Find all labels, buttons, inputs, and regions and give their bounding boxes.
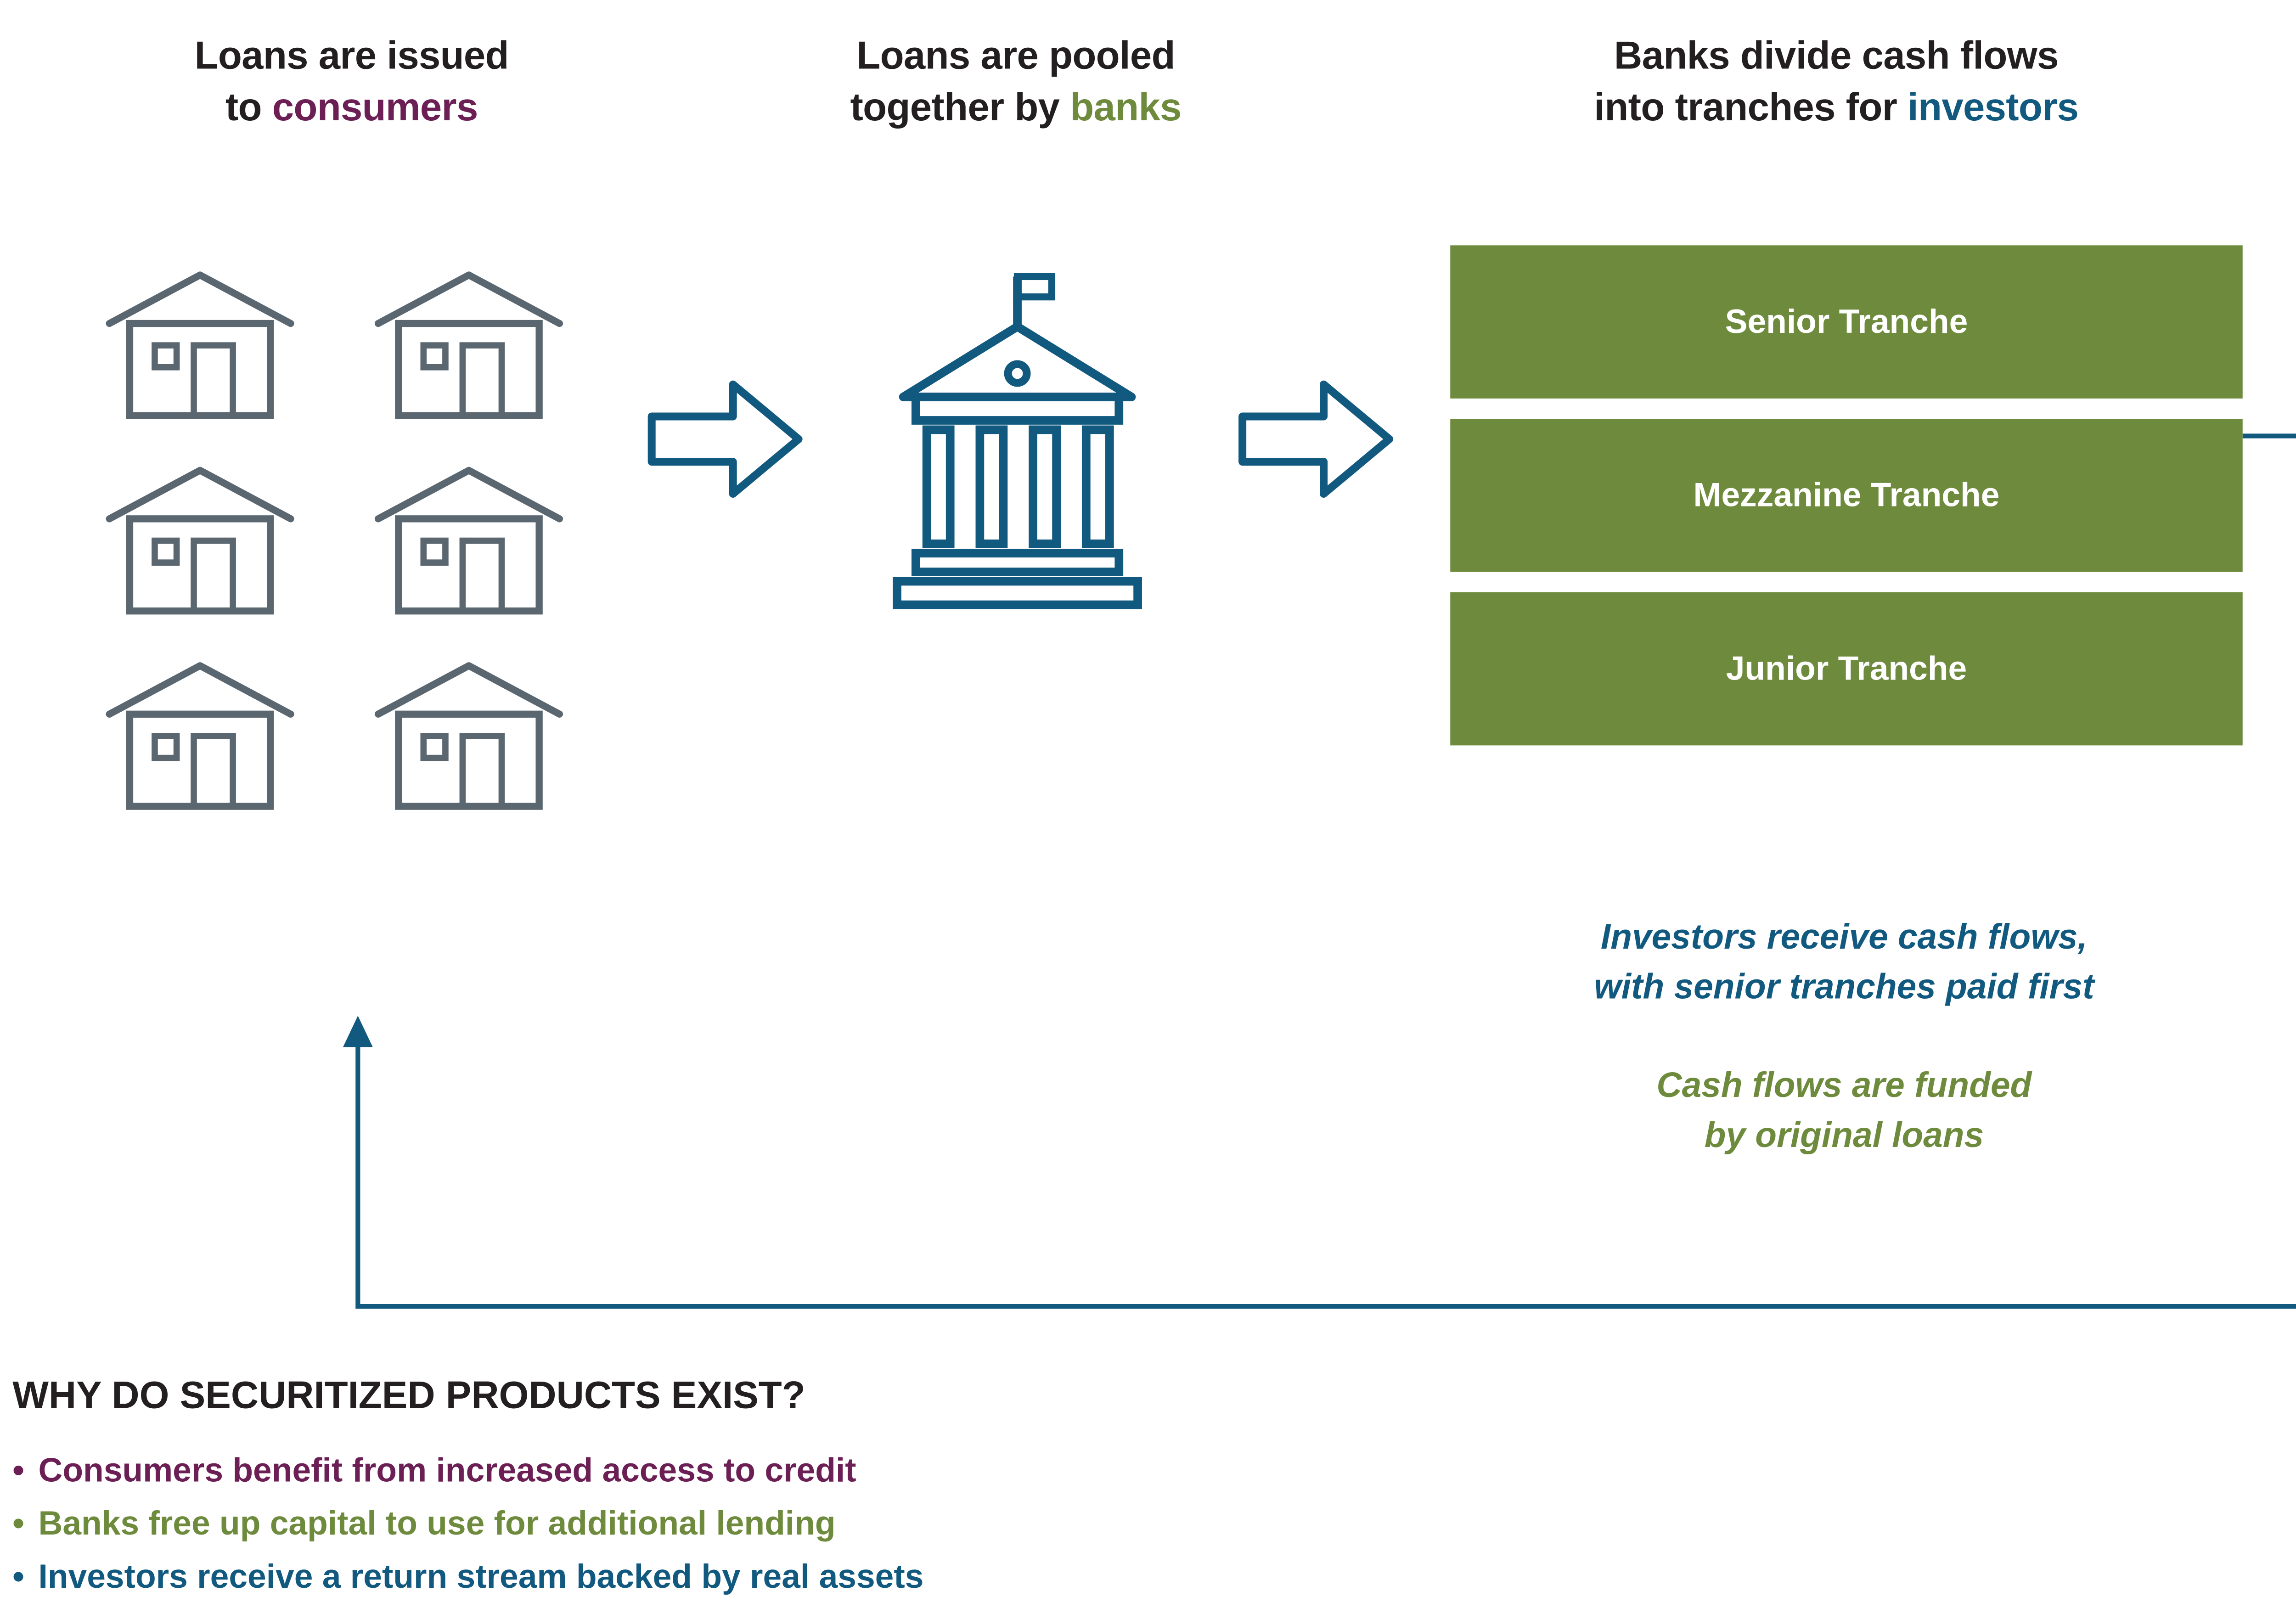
notes-block: Investors receive cash flows, with senio… (1492, 913, 2195, 1161)
header-text: together by (850, 86, 1070, 130)
highlight-investors: investors (1908, 86, 2079, 130)
header-line: into tranches for investors (1539, 83, 2133, 134)
bank-icon (878, 263, 1157, 619)
bullet-consumers: • Consumers benefit from increased access… (12, 1444, 923, 1497)
cashflow-note: Cash flows are funded by original loans (1492, 1061, 2195, 1161)
bullet-text: Banks free up capital to use for additio… (38, 1505, 836, 1543)
arrow-up-icon (343, 1016, 373, 1047)
tranche-stack: Senior Tranche Mezzanine Tranche Junior … (1450, 245, 2243, 746)
note-line: Investors receive cash flows, (1600, 917, 2088, 956)
header-line: to consumers (94, 83, 609, 134)
header-tranches: Banks divide cash flows into tranches fo… (1539, 31, 2133, 135)
header-line: Banks divide cash flows (1614, 34, 2059, 79)
header-line: together by banks (758, 83, 1274, 134)
tranche-senior: Senior Tranche (1450, 245, 2243, 399)
header-line: Loans are pooled (856, 34, 1175, 79)
house-icon (103, 461, 297, 617)
header-loans-issued: Loans are issued to consumers (94, 31, 609, 135)
header-text: to (225, 86, 272, 130)
bullet-text: Consumers benefit from increased access … (38, 1451, 856, 1490)
bullet-icon: • (12, 1505, 24, 1543)
header-loans-pooled: Loans are pooled together by banks (758, 31, 1274, 135)
arrow-right-icon (644, 371, 806, 508)
header-line: Loans are issued (194, 34, 509, 79)
arrow-right-icon (1235, 371, 1397, 508)
tranche-label: Mezzanine Tranche (1693, 476, 2000, 513)
note-line: with senior tranches paid first (1594, 967, 2094, 1006)
bullet-icon: • (12, 1451, 24, 1490)
header-text: into tranches for (1594, 86, 1908, 130)
house-icon (372, 461, 566, 617)
footer-section: WHY DO SECURITIZED PRODUCTS EXIST? • Cons… (12, 1375, 923, 1603)
house-icon (103, 266, 297, 422)
note-line: Cash flows are funded (1656, 1066, 2032, 1105)
tranche-junior: Junior Tranche (1450, 592, 2243, 746)
bullet-banks: • Banks free up capital to use for additi… (12, 1497, 923, 1550)
house-icon (103, 656, 297, 812)
house-icon (372, 266, 566, 422)
highlight-consumers: consumers (272, 86, 478, 130)
bullet-icon: • (12, 1558, 24, 1596)
tranche-label: Senior Tranche (1725, 302, 1968, 340)
house-icon (372, 656, 566, 812)
bullet-investors: • Investors receive a return stream backe… (12, 1550, 923, 1603)
tranche-mezzanine: Mezzanine Tranche (1450, 419, 2243, 572)
houses-grid (103, 266, 566, 813)
note-line: by original loans (1704, 1115, 1984, 1155)
tranche-label: Junior Tranche (1726, 649, 1967, 687)
investors-note: Investors receive cash flows, with senio… (1492, 913, 2195, 1013)
bullet-text: Investors receive a return stream backed… (38, 1558, 924, 1596)
highlight-banks: banks (1070, 86, 1182, 130)
footer-title: WHY DO SECURITIZED PRODUCTS EXIST? (12, 1375, 805, 1417)
